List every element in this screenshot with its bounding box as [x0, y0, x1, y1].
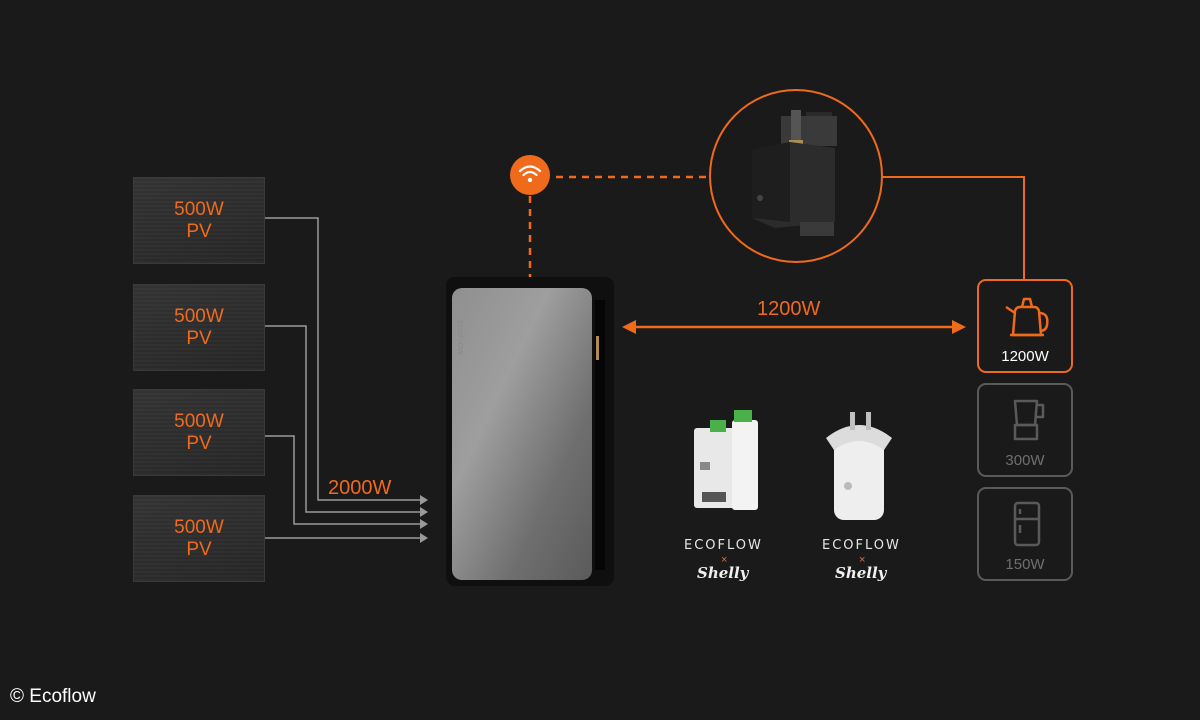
pv-panel-type: PV [186, 538, 212, 560]
appliance-kettle: 1200W [977, 279, 1073, 373]
accessory-2-brand: ECOFLOW [822, 538, 901, 553]
pv-panel-power: 500W [174, 516, 224, 538]
smart-plug-device [826, 412, 892, 520]
pv-panel-1: 500W PV [133, 177, 265, 264]
wifi-badge [510, 155, 550, 195]
battery-logo: ECOFLOW [456, 320, 464, 355]
link-power-label: 1200W [757, 298, 821, 320]
pv-panel-power: 500W [174, 198, 224, 220]
arrow-left-head [622, 320, 636, 334]
appliance-blender: 300W [977, 383, 1073, 477]
blender-icon [1013, 399, 1045, 441]
wifi-icon [518, 165, 542, 177]
kettle-icon [1005, 297, 1049, 337]
copyright-text: © Ecoflow [10, 686, 96, 707]
appliance-power: 150W [1005, 556, 1045, 573]
pv-panel-power: 500W [174, 305, 224, 327]
fridge-icon [1013, 501, 1041, 547]
pv-wire-2 [265, 325, 420, 513]
pv-panel-2: 500W PV [133, 284, 265, 371]
accessory-2-times: × [859, 554, 866, 566]
pv-panel-4: 500W PV [133, 495, 265, 582]
pv-total-label: 2000W [328, 477, 392, 499]
pv-panel-type: PV [186, 432, 212, 454]
battery-unit: ECOFLOW [446, 277, 614, 586]
accessory-1-brand: ECOFLOW [684, 538, 763, 553]
accessory-1-times: × [721, 554, 728, 566]
appliance-fridge: 150W [977, 487, 1073, 581]
pv-panel-type: PV [186, 327, 212, 349]
meter-link-line [880, 176, 1025, 280]
appliance-power: 1200W [1001, 348, 1049, 365]
accessory-1-partner: Shelly [697, 564, 749, 582]
pv-panel-3: 500W PV [133, 389, 265, 476]
accessory-2-partner: Shelly [835, 564, 887, 582]
arrow-right-head [952, 320, 966, 334]
pv-panel-type: PV [186, 220, 212, 242]
pv-wire-1 [265, 217, 420, 501]
pv-wire-3 [265, 435, 420, 525]
din-relay-device [694, 410, 758, 510]
pv-panel-power: 500W [174, 410, 224, 432]
appliance-power: 300W [1005, 452, 1045, 469]
smart-meter-device [752, 110, 837, 236]
